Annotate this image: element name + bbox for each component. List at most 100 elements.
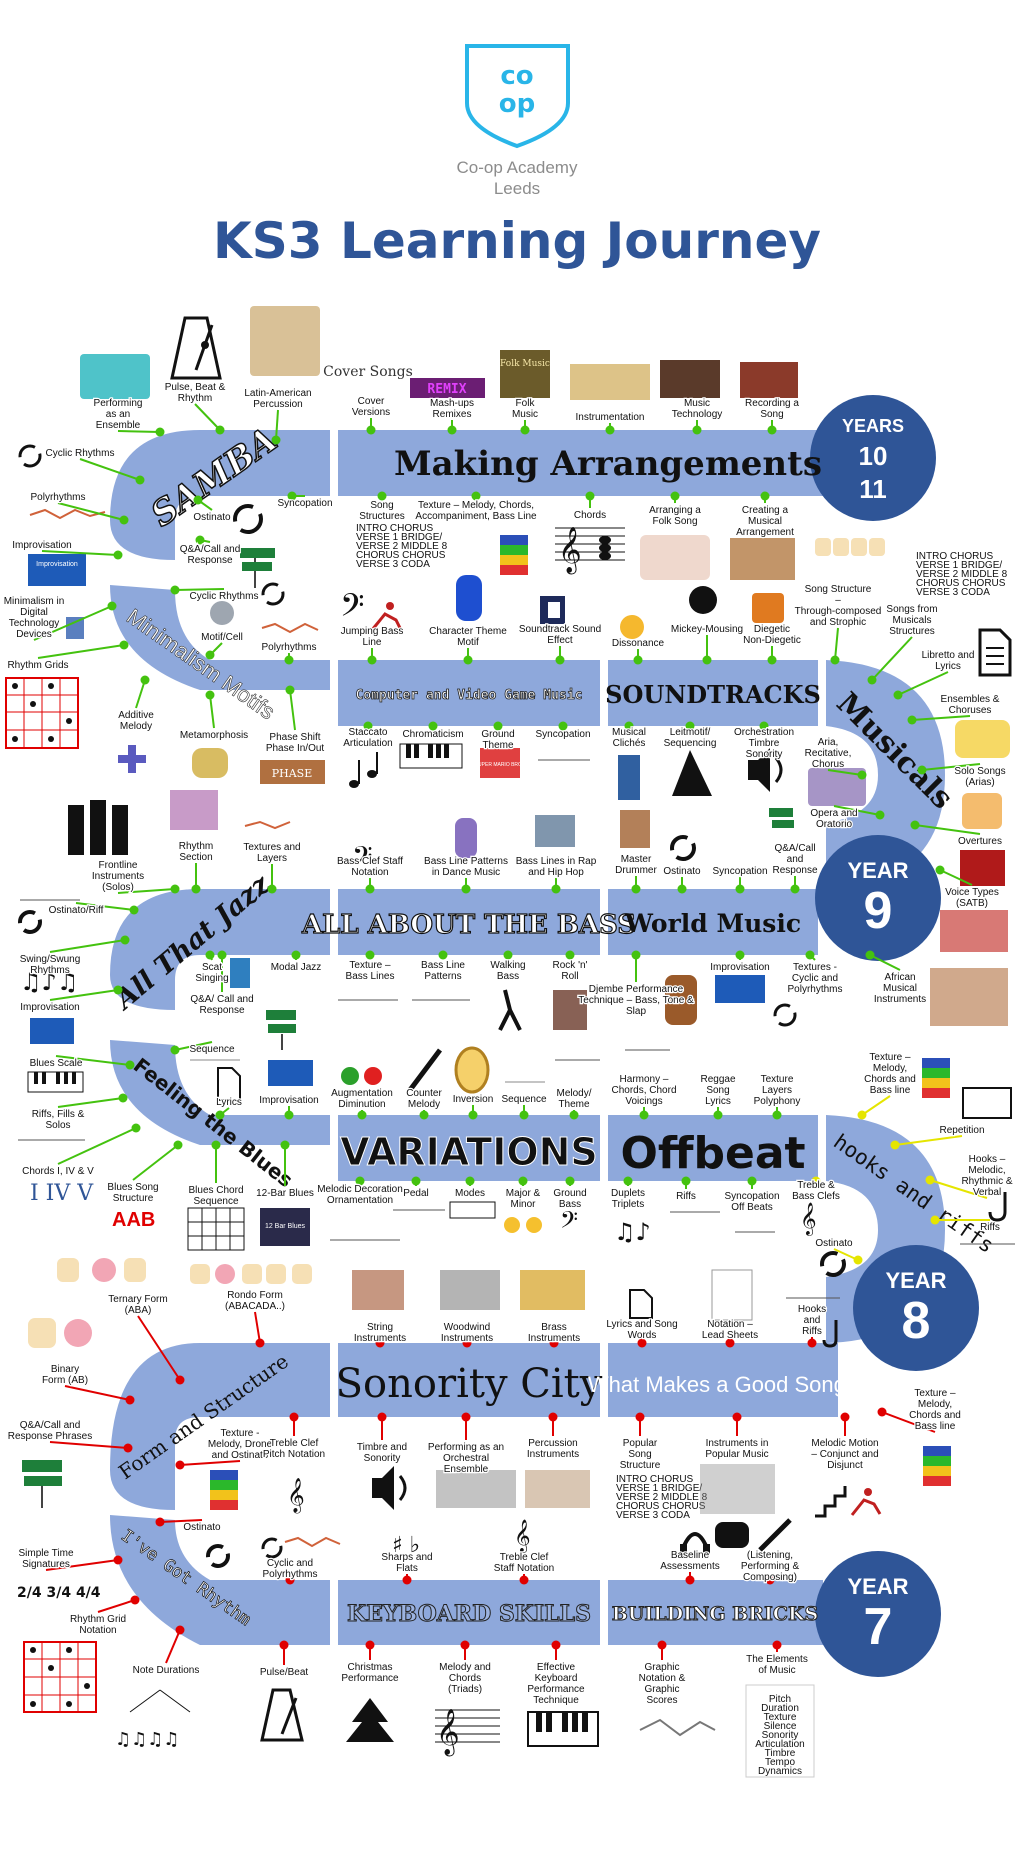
label-ostinato3: Ostinato [815,1238,853,1249]
logo-text-bottom: op [499,89,535,119]
label-ternary: Ternary Form(ABA) [108,1294,167,1316]
unit-bricks: BUILDING BRICKS [612,1603,819,1625]
connector-dot-harmony [639,1110,649,1120]
toast-aba-icon [57,1258,146,1282]
connector-dot-overtures [910,820,920,830]
connector-dot-rhythm-section [191,884,201,894]
year-1011-l1: YEARS [842,416,904,436]
qa-street-sign-icon-3 [266,1010,296,1050]
butterfly-icon [192,748,228,778]
recording-icon [740,362,798,398]
connector-dot-mickey [702,655,712,665]
connector-overtures [914,824,981,835]
connector-songs-from-musicals [871,636,913,681]
mirror-icon [454,1046,490,1094]
connector-dot-melodic-motion [840,1412,850,1422]
connector-dot-syncopation-offbeats [747,1176,757,1186]
blues-keyboard-icon [27,1071,84,1093]
hook-icon [988,1192,1007,1222]
label-improvisation4: Improvisation [259,1095,318,1106]
label-rock-roll: Rock 'n'Roll [553,960,588,982]
major-minor-faces-icon [504,1217,542,1233]
unit-keyboard: KEYBOARD SKILLS [347,1601,591,1627]
connector-dot-texture-y7 [877,1407,887,1417]
connector-dot-cliches [624,721,634,731]
connector-dot-rhythm-grid-notation [130,1595,140,1605]
band-variations [338,1115,600,1181]
label-improvisation: Improvisation [12,540,71,551]
cliche-figure-icon [618,755,640,800]
year-1011-l3: 11 [859,474,887,504]
connector-dot-melody-theme [569,1110,579,1120]
connector-rhythm-grid-notation [97,1599,136,1613]
orchestra-icon [436,1470,516,1508]
label-ostinato4: Ostinato [183,1522,221,1533]
label-overtures: Overtures [958,836,1002,847]
connector-dot-blues-scale [125,1060,135,1070]
coop-logo: co op [465,44,570,149]
piano-keys-icon-2 [449,1201,496,1219]
label-lyrics: Lyrics [216,1097,242,1108]
connector-dot-pedal [411,1176,421,1186]
connector-dot-voice-types [935,865,945,875]
sonic-icon [456,575,482,621]
year-7-l2: 7 [864,1598,893,1656]
shark-icon [672,750,712,796]
cycle-icon-4 [261,1537,283,1559]
year-10-11-circle: YEARS 10 11 [810,395,936,521]
connector-blues-song-structure [132,1144,179,1181]
connector-note-durations [165,1629,181,1664]
metronome-icon-2 [260,1688,304,1742]
label-chromaticism: Chromaticism [402,729,463,740]
pen-icon [758,1518,792,1552]
polyrhythm-wave-icon [29,508,106,520]
connector-dot-creating-arr [760,491,770,501]
connector-ternary [137,1315,181,1381]
grand-piano-icon [715,1522,749,1548]
connector-cyclic-rhythms2 [174,588,225,591]
connector-dot-repetition [890,1140,900,1150]
label-sequence: Sequence [189,1044,234,1055]
plus-icon [118,745,146,773]
year-8-circle: YEAR 8 [853,1245,979,1371]
connector-dot-major-minor [518,1176,528,1186]
connector-dot-chromaticism [428,721,438,731]
svg-text:Articulation: Articulation [755,1739,804,1750]
connector-dot-string-instr [375,1338,385,1348]
connector-dot-swing [120,935,130,945]
label-repetition: Repetition [939,1125,984,1136]
label-syncopation3: Syncopation [712,866,767,877]
phase-tiles-icon: PHASE [260,760,325,784]
label-rondo: Rondo Form(ABACADA..) [225,1290,285,1312]
stairs-icon [815,1486,847,1518]
label-major-minor: Major &Minor [506,1188,541,1210]
treble-clef-icon: 𝄞 [800,1202,817,1236]
connector-dot-improvisation [113,550,123,560]
connector-ostinato4 [159,1519,203,1523]
toast-ab-icon [28,1318,92,1348]
lead-sheet-icon [711,1269,753,1321]
connector-dot-texture-melody-y8 [857,1110,867,1120]
connector-dot-additive [140,675,150,685]
connector-dot-textures-cyclic [805,950,815,960]
icons: Cover Songs REMIX Folk Music Improvisati… [5,306,1015,1778]
connector-dot-metamorphosis [205,690,215,700]
label-ostinato2: Ostinato [663,866,701,877]
svg-text:VERSE 1 BRIDGE/: VERSE 1 BRIDGE/ [356,532,442,543]
texture-cubes-icon-2 [922,1058,950,1098]
